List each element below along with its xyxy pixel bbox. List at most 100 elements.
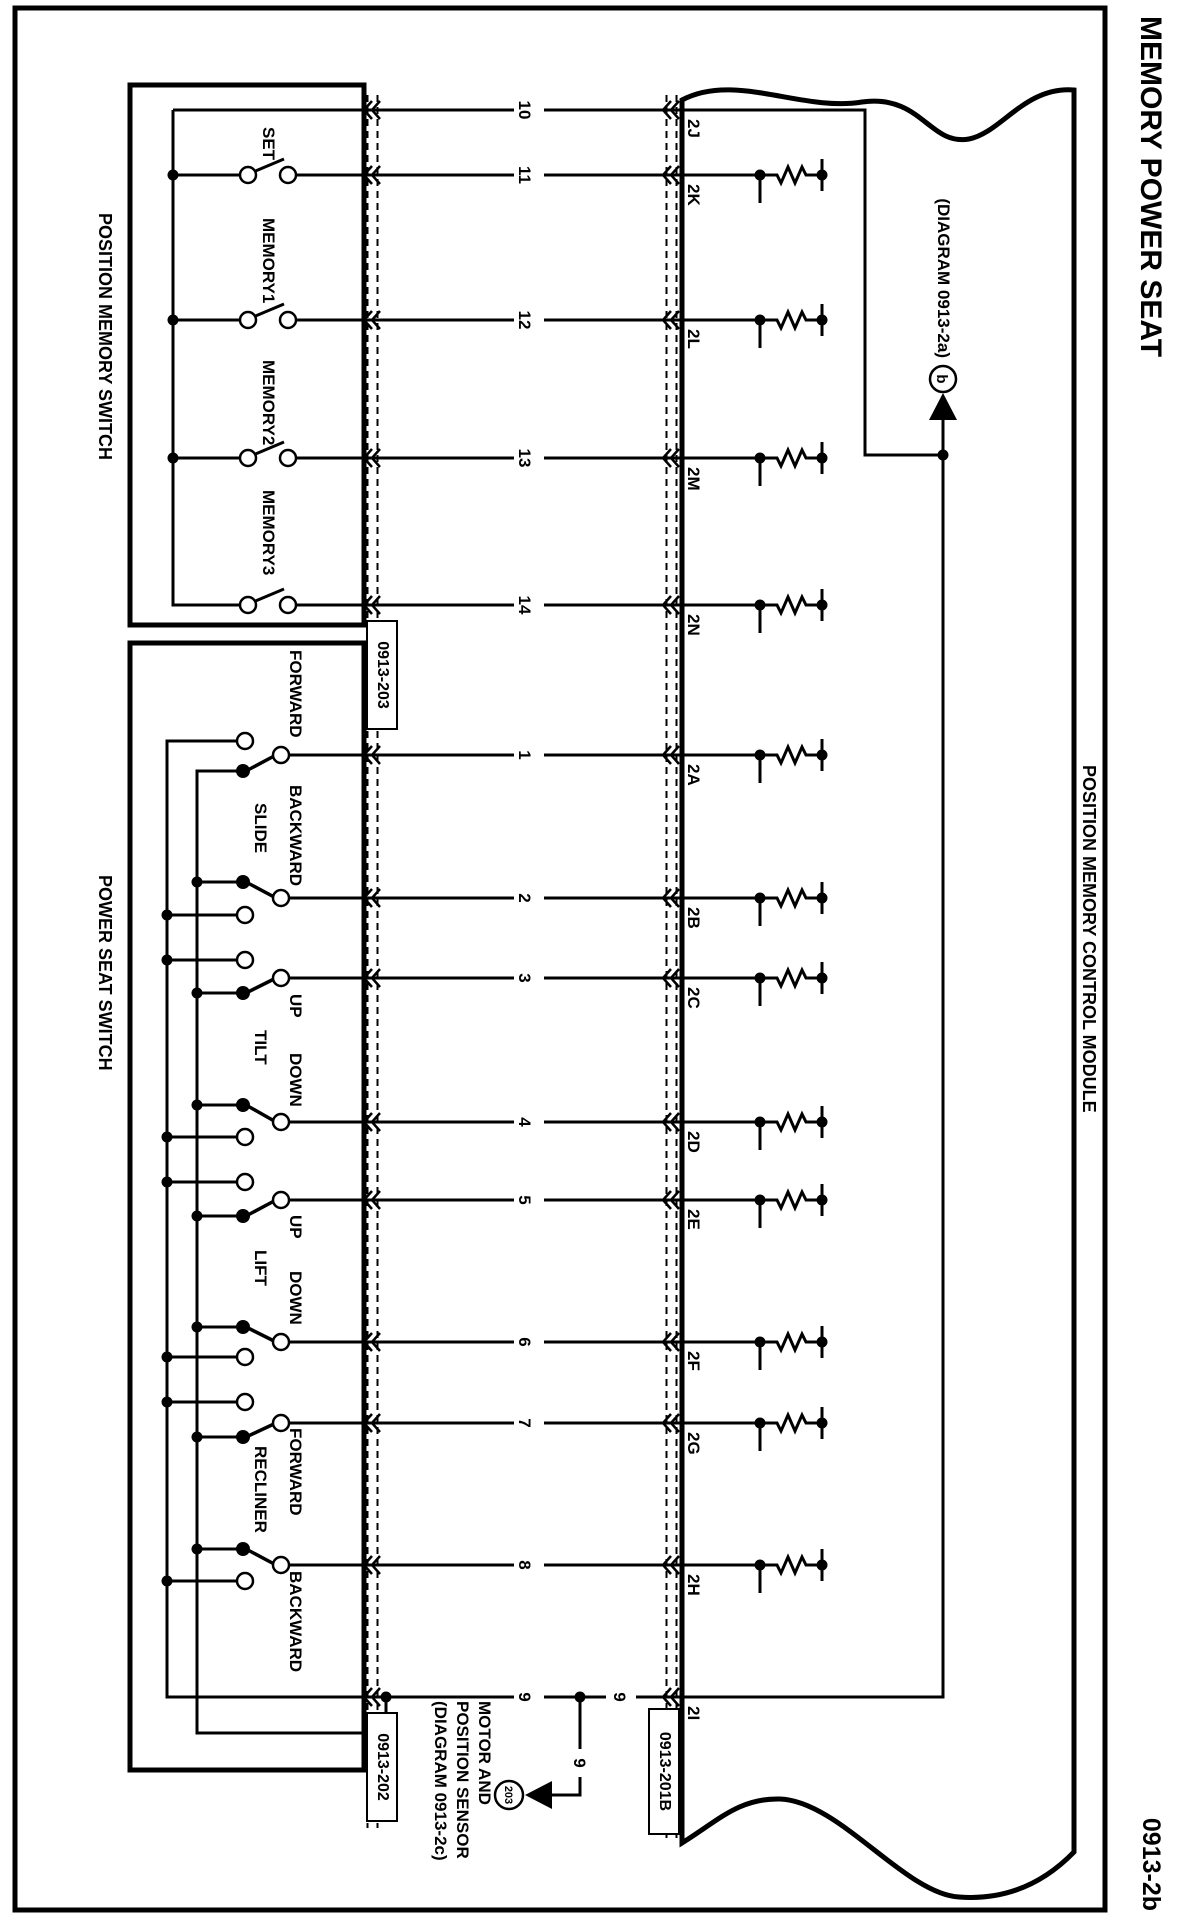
wire-gap <box>606 1686 636 1708</box>
wire-number-7: 7 <box>515 1418 534 1427</box>
connector-chevron-icon <box>661 1190 680 1210</box>
switch-lever <box>252 440 285 457</box>
switch-lever <box>245 1198 277 1218</box>
branch-wire-number-9: 9 <box>570 1758 589 1767</box>
wire-number-6: 6 <box>515 1337 534 1346</box>
junction-dot <box>161 1131 173 1143</box>
switch-label-memory3: MEMORY3 <box>259 490 278 576</box>
junction-dot <box>754 169 766 181</box>
junction-dot <box>167 314 179 326</box>
wire-number-13: 13 <box>515 449 534 468</box>
junction-dot <box>191 987 203 999</box>
module-pin-2G: 2G <box>684 1432 703 1455</box>
wire-gap <box>514 1554 544 1576</box>
switch-pole-dot <box>236 1209 250 1223</box>
module-pin-2L: 2L <box>684 329 703 349</box>
resistor-icon <box>760 1553 822 1577</box>
connector-chevron-icon <box>661 448 680 468</box>
junction-dot <box>191 1431 203 1443</box>
connector-chevron-icon <box>362 968 381 988</box>
wire-number-11: 11 <box>515 166 534 184</box>
switch-contact-icon <box>278 165 298 185</box>
switch-contact-icon <box>235 950 255 970</box>
connector-chevron-icon <box>362 1332 381 1352</box>
wire-gap <box>514 1412 544 1434</box>
label-tilt-group: TILT <box>251 1030 270 1065</box>
junction-dot <box>191 1099 203 1111</box>
connector-chevron-icon <box>362 595 381 615</box>
junction-dot <box>161 954 173 966</box>
junction-dot <box>161 1575 173 1587</box>
wire-number-9-repeat: 9 <box>610 1692 629 1701</box>
connector-label-0913-202: 0913-202 <box>366 1712 398 1822</box>
junction-dot <box>191 876 203 888</box>
ref-b-arrow-icon <box>929 393 957 420</box>
label-lift-up: UP <box>286 1215 305 1239</box>
switch-output-contact-icon <box>271 1112 291 1132</box>
switch-output-contact-icon <box>271 1413 291 1433</box>
switch-pole-dot <box>236 1430 250 1444</box>
control-module-label: POSITION MEMORY CONTROL MODULE <box>1079 765 1099 1113</box>
label-recliner-backward: BACKWARD <box>286 1571 305 1673</box>
resistor-icon <box>760 1188 822 1212</box>
memory-switch-bus <box>171 110 240 607</box>
label-slide-backward: BACKWARD <box>286 785 305 887</box>
label-slide-group: SLIDE <box>251 803 270 854</box>
wire-gap <box>514 99 544 121</box>
switch-pole-dot <box>236 986 250 1000</box>
ref-b-letter: b <box>933 374 950 383</box>
position-memory-switch-box <box>127 82 367 628</box>
junction-dot <box>191 1210 203 1222</box>
junction-dot <box>754 452 766 464</box>
switch-lever <box>245 1421 277 1439</box>
ref-b-circle-icon <box>928 364 958 394</box>
power-seat-switch-label: POWER SEAT SWITCH <box>95 875 115 1071</box>
connector-chevron-icon <box>362 1413 381 1433</box>
connector-chevron-icon <box>661 1413 680 1433</box>
module-pin-2E: 2E <box>684 1209 703 1230</box>
connector-chevron-icon <box>661 310 680 330</box>
switch-pole-dot <box>236 1542 250 1556</box>
module-pin-2N: 2N <box>684 614 703 636</box>
switch-lever <box>245 753 277 773</box>
switch-pole-dot <box>236 1098 250 1112</box>
junction-dot <box>161 909 173 921</box>
connector-chevron-icon <box>661 1112 680 1132</box>
memory-switch-label: POSITION MEMORY SWITCH <box>95 213 115 461</box>
switch-contact-icon <box>235 1392 255 1412</box>
label-lift-down: DOWN <box>286 1271 305 1325</box>
switch-pole-dot <box>236 1320 250 1334</box>
switch-lever <box>245 880 277 900</box>
switch-contact-icon <box>235 1571 255 1591</box>
connector-chevron-icon <box>661 100 680 120</box>
switch-label-memory1: MEMORY1 <box>259 218 278 304</box>
label-tilt-up: UP <box>286 994 305 1018</box>
junction-dot <box>754 1336 766 1348</box>
resistor-icon <box>760 593 822 617</box>
connector-chevron-icon <box>661 745 680 765</box>
junction-dot <box>161 1396 173 1408</box>
connector-chevron-icon <box>362 1190 381 1210</box>
sensor-branch-wire <box>552 1697 582 1797</box>
connector-chevron-icon <box>661 165 680 185</box>
connector-chevron-icon <box>661 595 680 615</box>
switch-pole-dot <box>236 764 250 778</box>
junction-dot <box>161 1351 173 1363</box>
label-lift-group: LIFT <box>251 1250 270 1286</box>
module-internal-supply-trace <box>682 108 945 1699</box>
switch-contact-icon <box>238 448 258 468</box>
junction-dot <box>574 1691 586 1703</box>
wire-gap <box>514 1686 544 1708</box>
junction-dot <box>754 972 766 984</box>
wire-gap <box>569 1749 593 1777</box>
wire-gap <box>514 887 544 909</box>
wire-gap <box>514 1111 544 1133</box>
junction-dot <box>754 892 766 904</box>
wire-gap <box>514 744 544 766</box>
module-pin-2H: 2H <box>684 1574 703 1596</box>
junction-dot <box>191 1321 203 1333</box>
inline-connector-dashed-lines <box>366 95 678 1838</box>
sensor-ref-line-2: POSITION SENSOR <box>453 1701 472 1859</box>
wire-gap <box>514 1331 544 1353</box>
